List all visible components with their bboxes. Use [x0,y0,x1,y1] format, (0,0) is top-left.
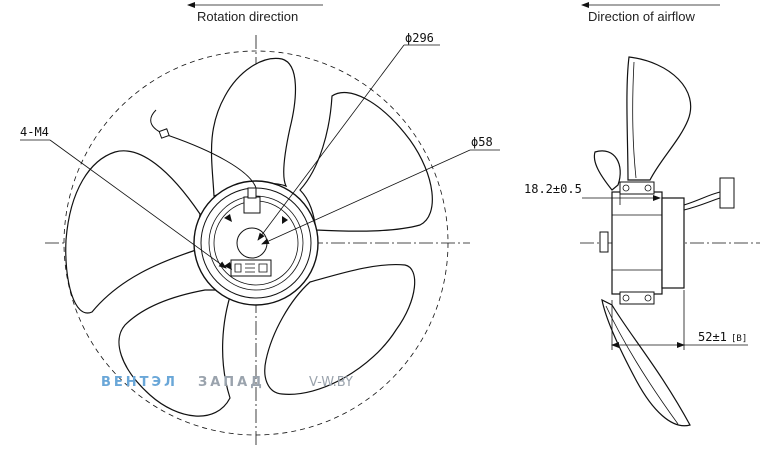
hub-diameter-value: ϕ58 [471,135,493,149]
fan-hub [193,180,319,306]
mount-hole-marker [224,214,232,222]
depth-suffix: [B] [731,334,747,344]
blade-upper-right [299,91,433,232]
hub-diameter-dimension: ϕ58 [261,135,500,245]
side-view: 18.2±0.5 52±1 [B] [524,56,760,427]
cable-connector [719,177,735,209]
wire-connector [243,196,261,214]
mount-hole-marker [282,216,288,224]
rotation-direction-indicator: Rotation direction [187,2,323,24]
mount-holes-value: 4-M4 [20,125,49,139]
blade-lower-right [264,263,416,395]
side-blade-fragment [593,150,621,191]
airflow-direction-label: Direction of airflow [588,9,696,24]
blade-left [65,150,201,314]
shaft-stub [599,231,609,253]
depth-dimension: 52±1 [B] [611,290,748,350]
mount-holes-dimension: 4-M4 [20,125,227,269]
hub-offset-value: 18.2±0.5 [524,182,582,196]
blade-top [210,57,296,197]
motor-body [611,191,663,295]
lead-wire [150,109,257,189]
blade-bottom [118,289,233,417]
outer-diameter-value: ϕ296 [405,31,434,45]
hub-ring-bottom [619,291,655,305]
side-blade-lower [601,298,691,427]
fan-blades [65,57,433,417]
airflow-direction-indicator: Direction of airflow [581,2,720,24]
hub-offset-dimension: 18.2±0.5 [524,182,661,205]
front-view: ϕ296 ϕ58 4-M4 [20,31,500,448]
depth-value: 52±1 [698,330,727,344]
watermark: ВЕНТЭЛ ЗАПАД V-W.BY [101,375,353,390]
hub-ring-top [619,181,655,195]
side-lead-wire [683,191,721,206]
watermark-brand-part1: ВЕНТЭЛ [101,375,178,390]
side-blade-upper [626,56,692,181]
outer-diameter-dimension: ϕ296 [257,31,440,241]
watermark-brand-part2: ЗАПАД [198,375,265,390]
rotation-direction-label: Rotation direction [197,9,298,24]
watermark-site: V-W.BY [309,375,353,390]
mount-hole-marker [224,262,232,270]
motor-end-cap [661,197,685,289]
